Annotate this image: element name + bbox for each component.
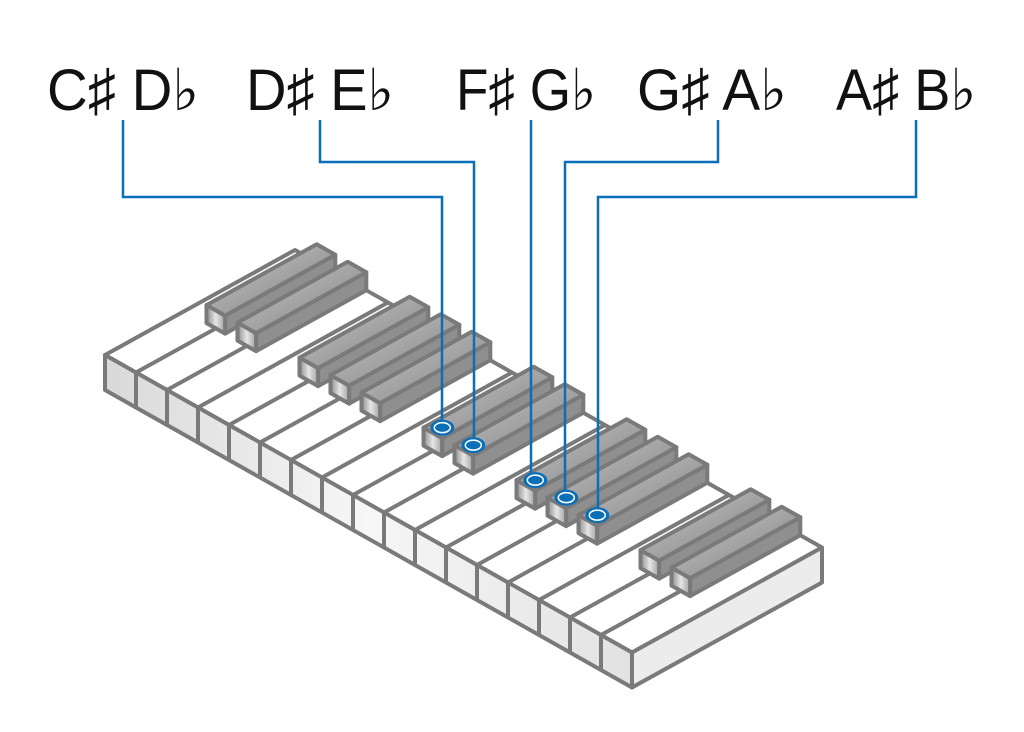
keyboard-right-end xyxy=(630,545,824,690)
leader-line-d-sharp xyxy=(318,120,476,446)
leader-line-a-sharp xyxy=(596,120,918,518)
marker-dot-ring xyxy=(557,491,576,504)
leader-line-c-sharp xyxy=(121,120,444,428)
white-key-divider xyxy=(197,300,389,410)
black-key-top xyxy=(297,294,431,371)
label-c-sharp-d-flat: C♯ D♭ xyxy=(47,58,199,123)
black-key-top xyxy=(638,487,772,563)
marker-dot-ring xyxy=(433,421,452,434)
keys-layer xyxy=(103,242,824,690)
black-key-top xyxy=(545,434,679,511)
marker-dot-ring xyxy=(526,474,545,486)
white-key-divider xyxy=(321,370,513,480)
white-key-divider xyxy=(538,493,730,602)
black-key-top xyxy=(576,452,710,528)
leader-lines xyxy=(121,120,918,518)
marker-dot-ring xyxy=(464,439,483,451)
label-d-sharp-e-flat: D♯ E♭ xyxy=(246,58,394,123)
label-g-sharp-a-flat: G♯ A♭ xyxy=(637,58,787,123)
black-key-top xyxy=(328,312,462,388)
black-key-top xyxy=(514,417,648,493)
label-f-sharp-g-flat: F♯ G♭ xyxy=(456,58,596,123)
black-key-top xyxy=(235,259,369,336)
black-key-top xyxy=(359,329,493,406)
white-key-divider xyxy=(414,423,606,532)
label-a-sharp-b-flat: A♯ B♭ xyxy=(836,58,976,123)
marker-dot-ring xyxy=(588,509,607,521)
black-key-top xyxy=(452,382,586,458)
black-key-top xyxy=(421,364,555,441)
marker-dots xyxy=(430,419,610,524)
black-key-top xyxy=(204,242,338,318)
leader-line-g-sharp xyxy=(563,120,720,498)
black-key-top xyxy=(669,504,803,581)
labels: C♯ D♭ D♯ E♭ F♯ G♭ G♯ A♭ A♯ B♭ xyxy=(47,58,976,123)
